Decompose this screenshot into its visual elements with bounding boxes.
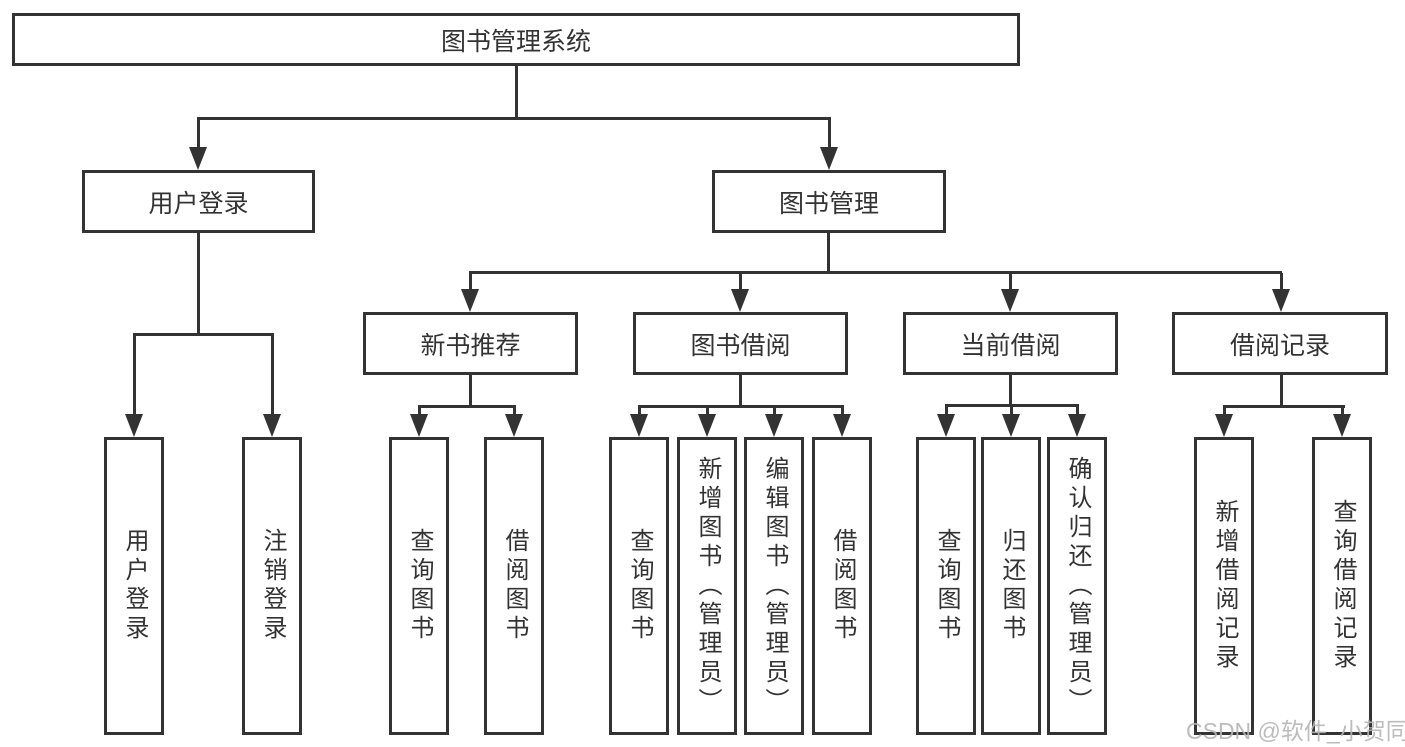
arrow-down-icon: [1001, 289, 1019, 312]
connector-recommend-drop-1: [418, 407, 421, 416]
connector-mgmt-drop-3: [1009, 273, 1012, 291]
arrow-down-icon: [698, 414, 716, 437]
connector-records-bar: [1223, 405, 1345, 408]
node-current-borrow: 当前借阅: [903, 312, 1118, 375]
connector-records-drop-2: [1341, 407, 1344, 416]
arrow-down-icon: [731, 289, 749, 312]
node-borrow-records: 借阅记录: [1172, 312, 1388, 375]
connector-current-bar: [945, 404, 1079, 407]
connector-root-bar: [197, 117, 831, 120]
arrow-down-icon: [263, 414, 281, 437]
arrow-down-icon: [765, 414, 783, 437]
connector-mgmt-drop-4: [1280, 273, 1283, 291]
leaf-return-book: 归还图书: [981, 437, 1041, 735]
connector-records-stem: [1280, 375, 1283, 408]
connector-mgmt-drop-1: [469, 273, 472, 291]
connector-recommend-bar: [418, 405, 516, 408]
leaf-borrow-query-book: 查询图书: [609, 437, 669, 735]
leaf-logout: 注销登录: [242, 437, 302, 735]
arrow-down-icon: [820, 147, 838, 170]
leaf-confirm-return-admin: 确认归还（管理员）: [1047, 437, 1107, 735]
leaf-user-login: 用户登录: [104, 437, 164, 735]
leaf-add-book-admin: 新增图书（管理员）: [677, 437, 737, 735]
connector-records-drop-1: [1223, 407, 1226, 416]
connector-mgmt-bar: [469, 271, 1282, 274]
connector-mgmt-stem: [827, 233, 830, 274]
leaf-recommend-query-book: 查询图书: [389, 437, 449, 735]
leaf-edit-book-admin: 编辑图书（管理员）: [744, 437, 804, 735]
connector-borrow-drop-1: [638, 407, 641, 416]
connector-root-drop-right: [828, 119, 831, 149]
node-root: 图书管理系统: [12, 13, 1020, 66]
connector-current-drop-2: [1010, 406, 1013, 416]
arrow-down-icon: [125, 414, 143, 437]
connector-root-stem: [515, 66, 518, 119]
connector-borrow-drop-3: [773, 407, 776, 416]
csdn-watermark: CSDN @软件_小贺同学: [1186, 718, 1405, 744]
connector-borrow-drop-4: [841, 407, 844, 416]
arrow-down-icon: [1272, 289, 1290, 312]
arrow-down-icon: [189, 147, 207, 170]
leaf-add-borrow-record: 新增借阅记录: [1194, 437, 1254, 735]
arrow-down-icon: [1333, 414, 1351, 437]
connector-borrow-stem: [739, 375, 742, 408]
connector-userlogin-drop-1: [133, 335, 136, 415]
arrow-down-icon: [461, 289, 479, 312]
connector-current-drop-1: [945, 406, 948, 416]
arrow-down-icon: [1215, 414, 1233, 437]
connector-mgmt-drop-2: [739, 273, 742, 291]
leaf-recommend-borrow-book: 借阅图书: [484, 437, 544, 735]
node-user-login: 用户登录: [82, 170, 315, 233]
connector-userlogin-drop-2: [271, 335, 274, 415]
leaf-borrow-book: 借阅图书: [812, 437, 872, 735]
node-new-book-recommend: 新书推荐: [363, 312, 578, 375]
connector-recommend-stem: [469, 375, 472, 408]
connector-current-drop-3: [1076, 406, 1079, 416]
connector-borrow-drop-2: [706, 407, 709, 416]
arrow-down-icon: [630, 414, 648, 437]
arrow-down-icon: [833, 414, 851, 437]
arrow-down-icon: [1068, 414, 1086, 437]
connector-userlogin-stem: [197, 233, 200, 336]
arrow-down-icon: [410, 414, 428, 437]
connector-current-stem: [1009, 375, 1012, 407]
leaf-query-borrow-record: 查询借阅记录: [1312, 437, 1372, 735]
arrow-down-icon: [937, 414, 955, 437]
leaf-current-query-book: 查询图书: [916, 437, 976, 735]
node-book-borrow: 图书借阅: [633, 312, 848, 375]
node-book-management: 图书管理: [712, 170, 946, 233]
connector-userlogin-bar: [133, 333, 274, 336]
arrow-down-icon: [505, 414, 523, 437]
arrow-down-icon: [1002, 414, 1020, 437]
connector-borrow-bar: [638, 405, 844, 408]
connector-root-drop-left: [197, 119, 200, 149]
connector-recommend-drop-2: [513, 407, 516, 416]
